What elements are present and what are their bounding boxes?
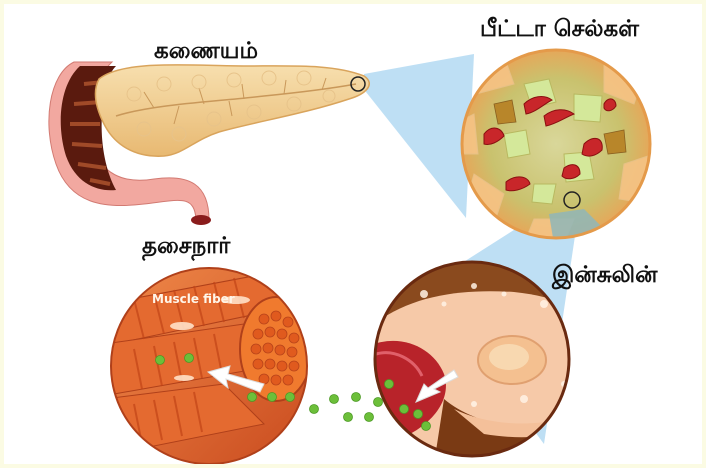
muscle-label: தசைநார் [142,233,230,262]
zoom-beam-pancreas [364,54,474,218]
pancreas-label: கணையம் [154,38,258,67]
beta-cells-view [454,50,654,249]
muscle-fiber-label: Muscle fiber [152,292,235,306]
diagram-art [4,4,702,464]
beta-cells-label: பீட்டா செல்கள் [480,16,639,45]
pancreas [95,65,369,156]
insulin-label: இன்சுலின் [552,262,657,291]
diagram-frame: கணையம் பீட்டா செல்கள் தசைநார் இன்சுலின் … [4,4,702,464]
